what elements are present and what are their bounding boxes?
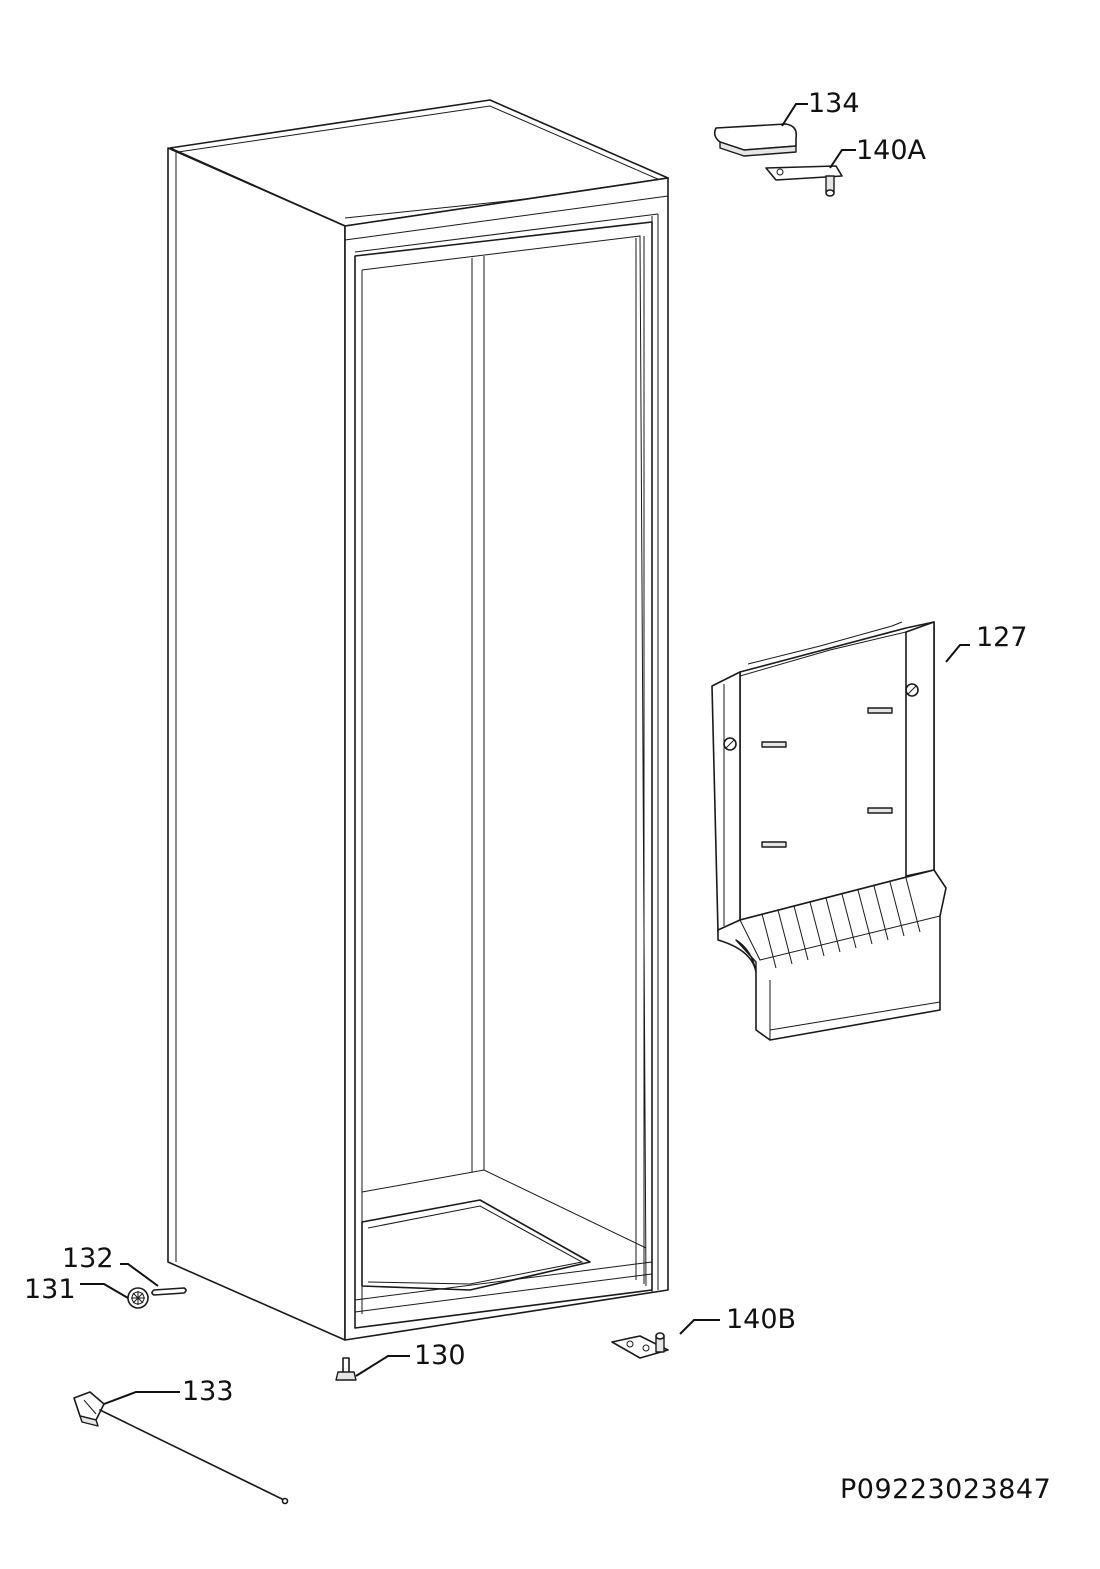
callout-133: 133 [182, 1376, 234, 1407]
leader-lines [80, 103, 970, 1405]
drawing-code: P09223023847 [840, 1474, 1051, 1505]
part-127-panel [711, 621, 947, 1041]
callout-140b: 140B [726, 1304, 796, 1335]
callout-130: 130 [414, 1340, 466, 1371]
callout-134: 134 [808, 88, 860, 119]
leader-132 [120, 1263, 159, 1287]
leader-131 [80, 1283, 129, 1299]
callout-131: 131 [24, 1274, 76, 1305]
callout-127: 127 [976, 622, 1028, 653]
part-140a-top-hinge [765, 165, 843, 197]
panel-ribs [761, 877, 921, 969]
part-133-connector-cable [73, 1391, 289, 1505]
leader-140a [829, 149, 856, 169]
part-130-foot [335, 1357, 357, 1381]
part-140b-bottom-hinge [611, 1332, 669, 1359]
leader-140b [679, 1319, 720, 1335]
callout-132: 132 [62, 1243, 114, 1274]
cabinet-body [167, 99, 669, 1341]
part-134-hinge-cover [713, 123, 798, 157]
part-131-wheel [127, 1287, 149, 1309]
leader-133 [103, 1391, 180, 1405]
callout-140a: 140A [856, 135, 927, 166]
leader-134 [781, 103, 808, 127]
part-132-pin [151, 1287, 187, 1296]
leader-127 [945, 644, 970, 663]
leader-130 [355, 1355, 410, 1377]
